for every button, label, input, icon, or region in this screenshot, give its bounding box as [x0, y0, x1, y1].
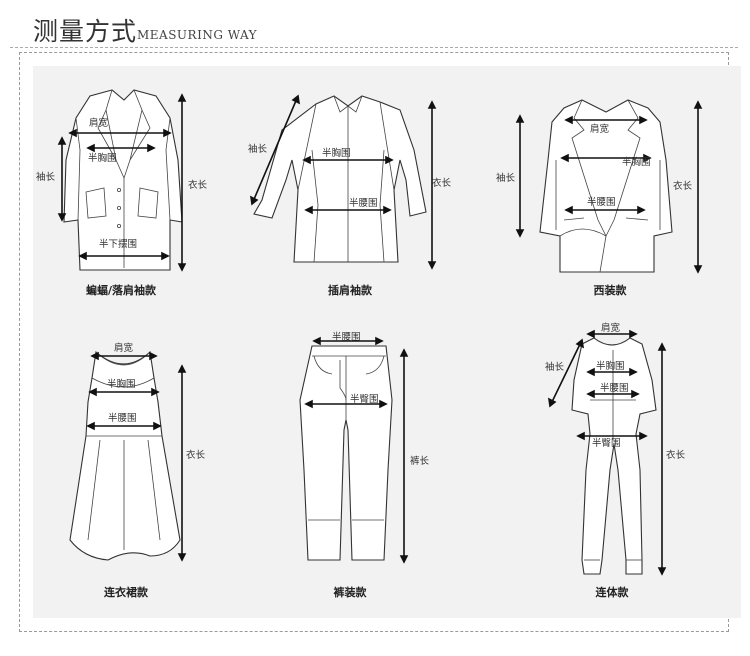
raglan-waist-label: 半腰围: [349, 198, 378, 209]
dress-shoulder-label: 肩宽: [114, 343, 134, 354]
blazer-waist-label: 半腰围: [587, 197, 616, 208]
coat-sleeve-label: 袖长: [36, 172, 56, 183]
blazer-chest-label: 半胸围: [622, 157, 651, 168]
coat-chest-label: 半胸围: [88, 153, 117, 164]
coat-shoulder-label: 肩宽: [89, 118, 109, 129]
coat-caption: 蝙蝠/落肩袖款: [85, 284, 157, 297]
blazer-length-label: 衣长: [673, 181, 693, 192]
blazer-sleeve-label: 袖长: [496, 173, 516, 184]
header-divider: [10, 47, 738, 48]
raglan-sleeve-label: 袖长: [248, 144, 268, 155]
jumpsuit-sleeve-label: 袖长: [545, 362, 565, 373]
dress-length-label: 衣长: [186, 450, 206, 461]
page-subtitle: MEASURING WAY: [137, 28, 258, 42]
jumpsuit-chest-label: 半胸围: [596, 361, 625, 372]
coat-length-label: 衣长: [188, 180, 208, 191]
pants-hip-label: 半臀围: [350, 394, 379, 405]
dress-waist-label: 半腰围: [108, 413, 137, 424]
pants-waist-label: 半腰围: [332, 332, 361, 343]
blazer-caption: 西装款: [593, 284, 627, 297]
jumpsuit-caption: 连体款: [595, 586, 629, 599]
jumpsuit-length-label: 衣长: [666, 450, 686, 461]
jumpsuit-shoulder-label: 肩宽: [601, 323, 621, 334]
jumpsuit-hip-label: 半臀围: [592, 438, 621, 449]
raglan-length-label: 衣长: [432, 178, 452, 189]
page-title: 测量方式: [33, 17, 138, 46]
dress-chest-label: 半胸围: [107, 379, 136, 390]
page-header: 测量方式 MEASURING WAY: [0, 0, 750, 52]
dress-caption: 连衣裙款: [104, 586, 148, 599]
raglan-chest-label: 半胸围: [322, 148, 351, 159]
pants-caption: 裤装款: [333, 586, 367, 599]
blazer-shoulder-label: 肩宽: [590, 124, 610, 135]
pants-length-label: 裤长: [410, 456, 430, 467]
coat-hem-label: 半下摆围: [99, 239, 138, 250]
raglan-caption: 插肩袖款: [328, 284, 372, 297]
jumpsuit-waist-label: 半腰围: [600, 383, 629, 394]
